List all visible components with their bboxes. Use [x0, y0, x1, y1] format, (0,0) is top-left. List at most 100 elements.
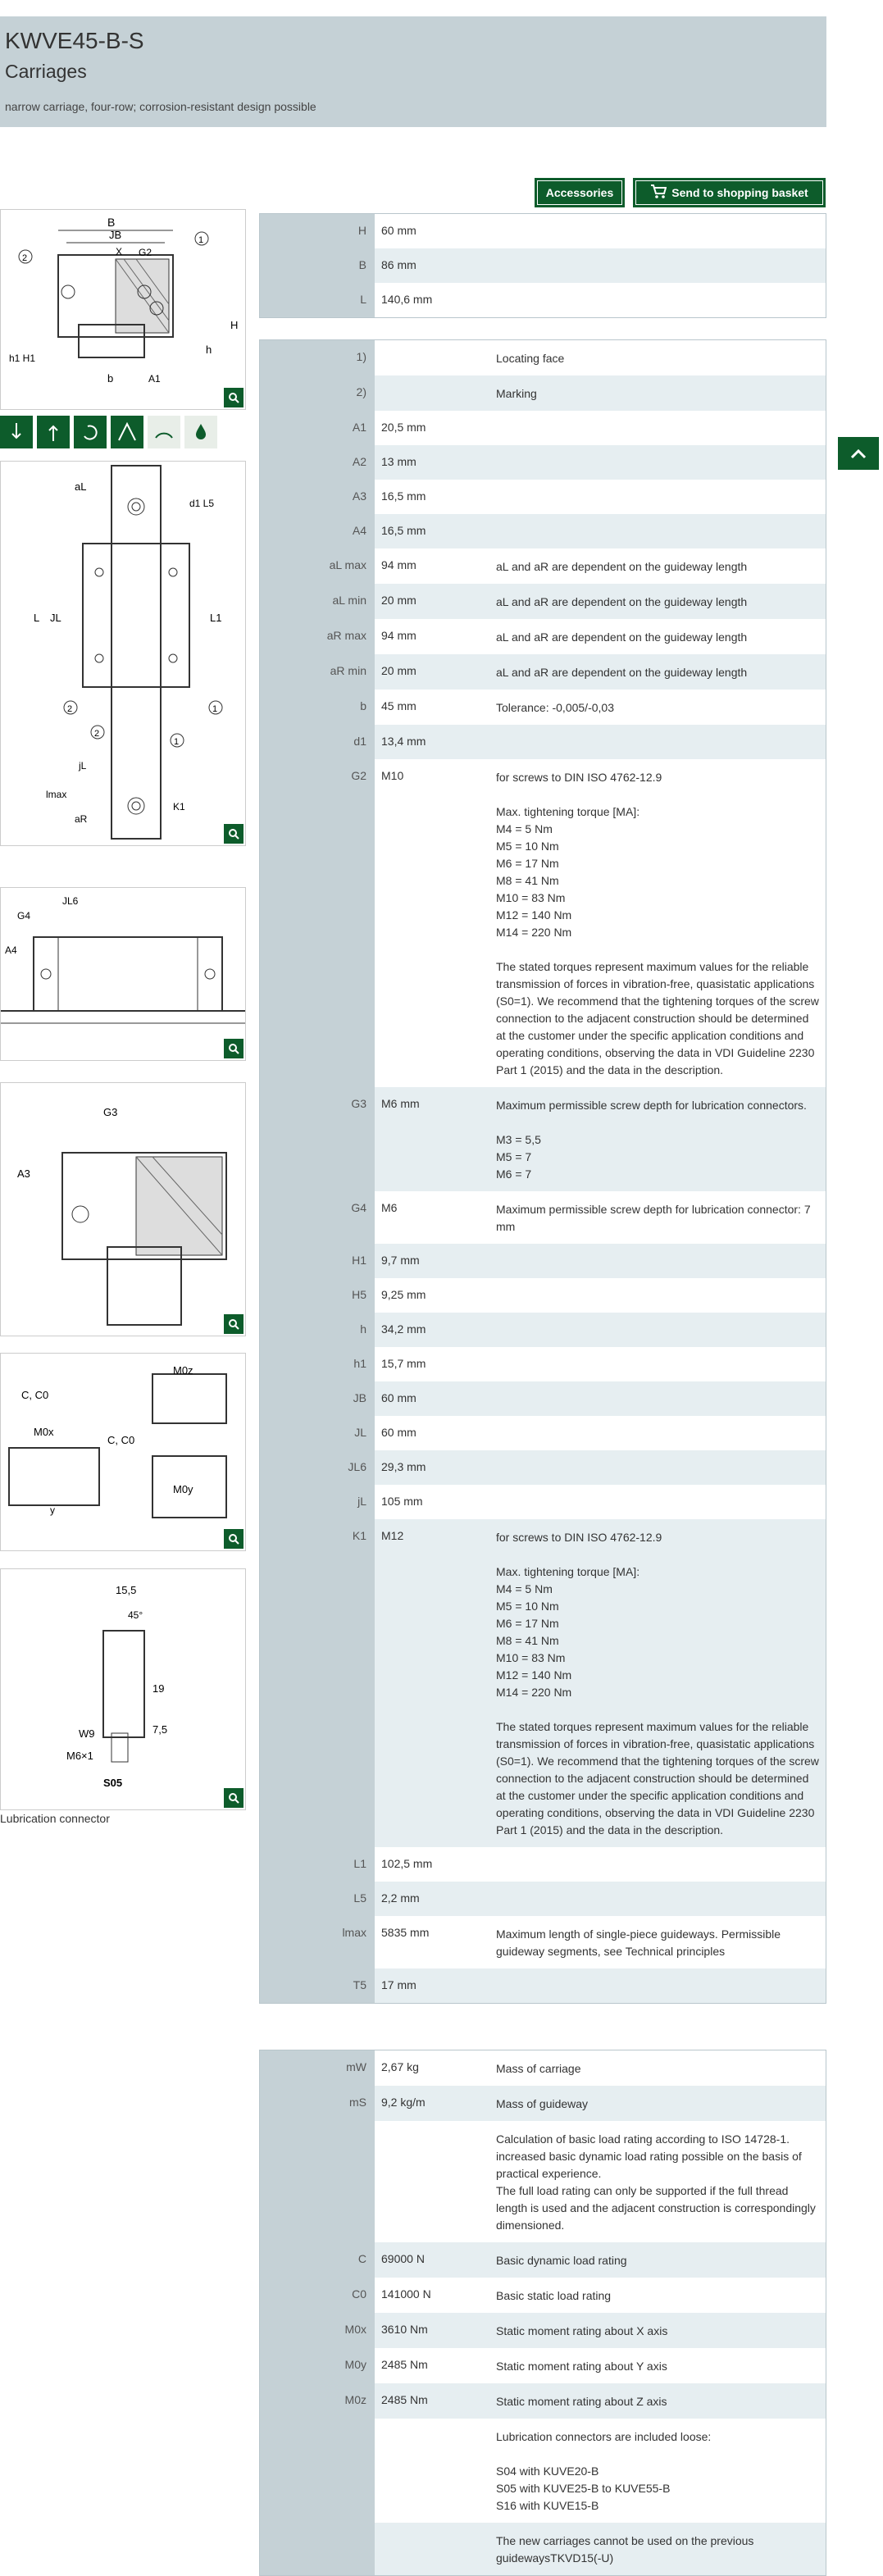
zoom-icon[interactable] — [224, 388, 244, 407]
param-label — [260, 2419, 375, 2523]
load-directions-drawing[interactable]: C, C0 M0x C, C0 M0z M0y y — [0, 1353, 246, 1551]
svg-text:2: 2 — [94, 729, 99, 739]
speed-icon[interactable] — [148, 416, 180, 448]
param-description — [489, 1244, 826, 1278]
load-up-icon[interactable] — [37, 416, 70, 448]
param-value: 17 mm — [381, 1978, 416, 1991]
param-label: H — [260, 214, 375, 248]
angle-icon[interactable] — [111, 416, 143, 448]
table-row: Lubrication connectors are included loos… — [260, 2419, 826, 2523]
svg-text:7,5: 7,5 — [152, 1723, 167, 1736]
param-label: d1 — [260, 725, 375, 759]
param-description: Maximum permissible screw depth for lubr… — [496, 1099, 807, 1181]
svg-text:G4: G4 — [17, 910, 30, 922]
svg-text:15,5: 15,5 — [116, 1584, 136, 1596]
param-description: aL and aR are dependent on the guideway … — [496, 666, 748, 679]
param-value: 20,5 mm — [381, 421, 426, 434]
svg-text:L: L — [34, 612, 39, 624]
param-value — [375, 375, 489, 411]
param-value: 20 mm — [381, 664, 416, 677]
param-label: 1) — [260, 340, 375, 375]
param-label: lmax — [260, 1916, 375, 1968]
svg-text:C, C0: C, C0 — [21, 1389, 48, 1401]
zoom-icon[interactable] — [224, 1314, 244, 1334]
param-label: mS — [260, 2086, 375, 2121]
param-description: aL and aR are dependent on the guideway … — [496, 630, 748, 644]
param-label: A2 — [260, 445, 375, 480]
param-label: JB — [260, 1381, 375, 1416]
svg-text:19: 19 — [152, 1682, 164, 1695]
svg-text:S05: S05 — [103, 1777, 122, 1789]
param-value: M10 — [381, 769, 404, 782]
param-label: aR min — [260, 654, 375, 690]
param-value: 29,3 mm — [381, 1460, 426, 1473]
param-value: 34,2 mm — [381, 1322, 426, 1336]
back-to-top-button[interactable] — [838, 437, 879, 470]
param-value: 140,6 mm — [381, 293, 433, 306]
svg-text:L1: L1 — [210, 612, 221, 624]
send-to-basket-button[interactable]: Send to shopping basket — [633, 178, 826, 207]
load-down-icon[interactable] — [0, 416, 33, 448]
param-description — [489, 1381, 826, 1416]
param-value: 86 mm — [381, 258, 416, 271]
page-description: narrow carriage, four-row; corrosion-res… — [5, 100, 316, 113]
zoom-icon[interactable] — [224, 1039, 244, 1058]
param-description: Basic dynamic load rating — [496, 2254, 627, 2267]
accessories-button[interactable]: Accessories — [535, 178, 625, 207]
zoom-icon[interactable] — [224, 1529, 244, 1549]
param-description: Lubrication connectors are included loos… — [496, 2430, 712, 2512]
zoom-icon[interactable] — [224, 824, 244, 844]
param-label: M0z — [260, 2383, 375, 2419]
param-value — [375, 2523, 489, 2575]
param-label: T5 — [260, 1968, 375, 2003]
lubrication-icon[interactable] — [184, 416, 217, 448]
table-row: T5 17 mm — [260, 1968, 826, 2003]
svg-text:M0y: M0y — [173, 1483, 193, 1495]
param-description: aL and aR are dependent on the guideway … — [496, 560, 748, 573]
svg-text:lmax: lmax — [46, 789, 66, 800]
svg-text:C, C0: C, C0 — [107, 1434, 134, 1446]
send-to-basket-label: Send to shopping basket — [671, 186, 808, 199]
param-label: G2 — [260, 759, 375, 1087]
svg-text:M6×1: M6×1 — [66, 1750, 93, 1762]
svg-text:A1: A1 — [148, 373, 161, 385]
zoom-icon[interactable] — [224, 1788, 244, 1808]
param-description: Locating face — [496, 352, 565, 365]
param-description: Calculation of basic load rating accordi… — [496, 2132, 816, 2232]
param-value: 102,5 mm — [381, 1857, 433, 1870]
param-label: L5 — [260, 1882, 375, 1916]
param-description — [489, 1485, 826, 1519]
moment-icon[interactable] — [74, 416, 107, 448]
table-row: 1) Locating face — [260, 340, 826, 375]
svg-text:JL: JL — [50, 612, 61, 624]
svg-text:1: 1 — [174, 737, 179, 747]
param-description — [489, 1450, 826, 1485]
param-description: Maximum permissible screw depth for lubr… — [496, 1203, 811, 1233]
param-description: Mass of guideway — [496, 2097, 589, 2110]
param-description — [489, 445, 826, 480]
svg-text:M0z: M0z — [173, 1364, 193, 1377]
param-label: h1 — [260, 1347, 375, 1381]
param-label: K1 — [260, 1519, 375, 1847]
svg-text:2: 2 — [67, 704, 72, 714]
param-value — [375, 340, 489, 375]
